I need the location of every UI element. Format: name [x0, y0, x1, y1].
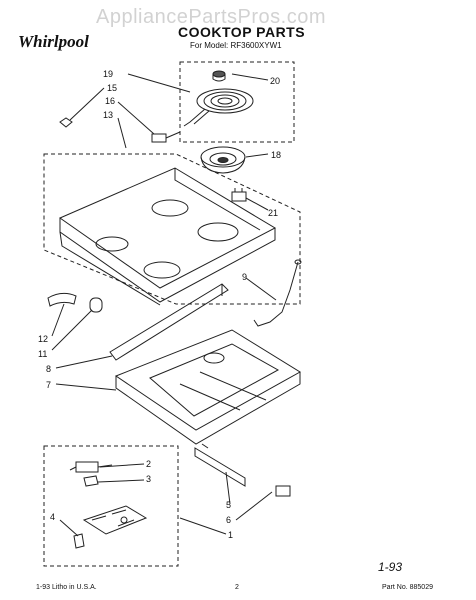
connector-part: [151, 131, 181, 143]
clip-part: [59, 117, 73, 128]
part-number: Part No. 885029: [382, 584, 433, 591]
callout-21: 21: [268, 208, 278, 218]
cooktop-panel: [58, 167, 277, 306]
rear-strip-part: [109, 283, 229, 361]
main-top-part: [114, 329, 301, 445]
print-info: 1-93 Litho in U.S.A.: [36, 584, 97, 591]
callout-19: 19: [103, 69, 113, 79]
callout-11: 11: [38, 349, 47, 359]
callout-20: 20: [270, 76, 280, 86]
terminal-block: [231, 188, 247, 202]
callout-labels: 19 20 15 16 13 18 21 9 12 11 8 7 2 3 4 5…: [38, 69, 281, 540]
switch-part: [69, 461, 113, 487]
callout-2: 2: [146, 459, 151, 469]
callout-5: 5: [226, 500, 231, 510]
switch-detail-box: [43, 445, 179, 567]
cooktop-outline-box: [43, 153, 301, 305]
drip-bowl: [200, 146, 246, 174]
callout-1: 1: [228, 530, 233, 540]
switch-bracket-part: [82, 505, 148, 535]
surface-element: [183, 88, 254, 127]
callout-15: 15: [107, 83, 117, 93]
callout-4: 4: [50, 512, 55, 522]
page-number: 2: [235, 584, 239, 591]
callout-8: 8: [46, 364, 51, 374]
model-line: For Model: RF3600XYW1: [190, 41, 282, 50]
handwritten-note: 1-93: [378, 560, 403, 574]
callout-6: 6: [226, 515, 231, 525]
callout-7: 7: [46, 380, 51, 390]
bracket-part: [194, 443, 291, 497]
page-title: COOKTOP PARTS: [178, 24, 306, 40]
callout-3: 3: [146, 474, 151, 484]
brand-logo: Whirlpool: [18, 32, 89, 51]
callout-18: 18: [271, 150, 281, 160]
callout-16: 16: [105, 96, 115, 106]
callout-12: 12: [38, 334, 48, 344]
side-trim-part: [47, 292, 77, 307]
element-detail-box: [179, 61, 295, 143]
callout-9: 9: [242, 272, 247, 282]
wire-rod-part: [253, 261, 299, 327]
fuse-part: [73, 533, 85, 549]
watermark: AppliancePartsPros.com: [96, 6, 326, 28]
spacer-part: [89, 297, 103, 313]
callout-13: 13: [103, 110, 113, 120]
element-knob-part: [212, 70, 226, 82]
